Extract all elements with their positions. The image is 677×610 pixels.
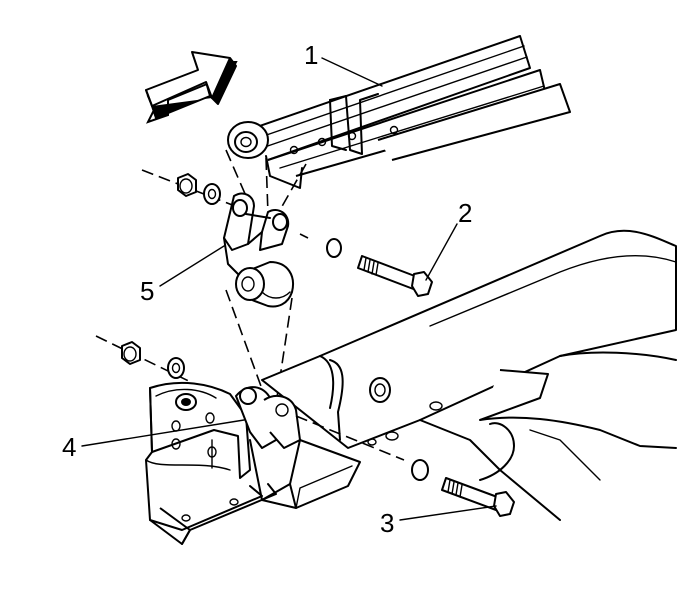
upper-shackle-bolt (299, 233, 433, 297)
upper-shackle-nut (177, 173, 197, 197)
lower-shackle-washer (167, 357, 185, 379)
leaf-spring (227, 35, 571, 189)
callout-2: 2 (458, 198, 472, 228)
shackle-hanger-bracket (145, 381, 277, 545)
spring-shackle (223, 192, 290, 287)
shackle-bushing (235, 261, 294, 308)
forward-direction-arrow-icon (145, 51, 238, 124)
callout-4: 4 (62, 432, 76, 462)
upper-shackle-washer (203, 183, 221, 205)
lower-shackle-nut (121, 341, 141, 365)
lower-shackle-bolt (295, 415, 515, 517)
frame-rail (261, 229, 677, 521)
callout-leaders (81, 57, 497, 521)
callout-3: 3 (380, 508, 394, 538)
lower-shackle-end (235, 386, 361, 509)
callout-1: 1 (304, 40, 318, 70)
callout-5: 5 (140, 276, 154, 306)
